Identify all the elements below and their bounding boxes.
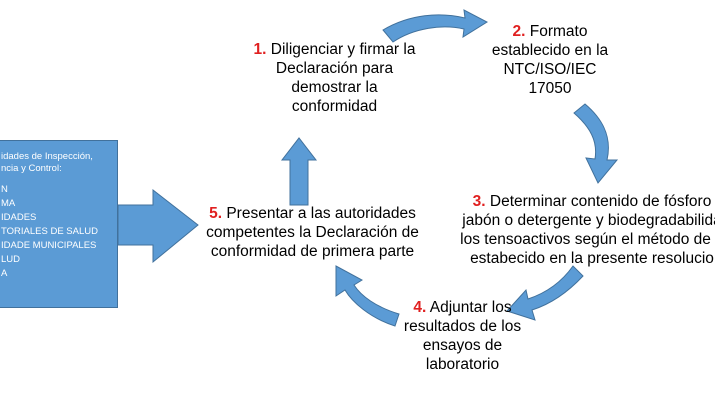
authorities-box: idades de Inspección, ncia y Control: N …	[0, 140, 118, 308]
authority-item: MA	[1, 198, 16, 209]
authority-item: IDADES	[1, 212, 37, 223]
authorities-heading-line-1: idades de Inspección,	[1, 151, 93, 162]
authority-item: TORIALES DE SALUD	[1, 226, 98, 237]
step-3-line-1: Determinar contenido de fósforo	[489, 193, 712, 210]
step-1-line-4: conformidad	[291, 98, 378, 115]
step-5-line-1: Presentar a las autoridades	[226, 205, 416, 222]
authorities-heading-line-2: ncia y Control:	[1, 163, 62, 174]
step-1-line-3: demostrar la	[291, 79, 378, 96]
step-2-line-3: NTC/ISO/IEC	[503, 61, 597, 78]
authority-item: IDADE MUNICIPALES	[1, 240, 97, 251]
step-5-number: 5.	[209, 205, 223, 222]
step-2-line-4: 17050	[528, 80, 572, 97]
authority-item: N	[1, 184, 8, 195]
step-4-line-2: resultados de los	[403, 318, 522, 335]
step-5-line-3: conformidad de primera parte	[210, 243, 415, 260]
step-4-line-4: laboratorio	[425, 356, 500, 373]
step-4-line-1: Adjuntar los	[429, 299, 512, 316]
step-2-line-2: establecido en la	[491, 42, 609, 59]
arrow-4-to-5	[335, 265, 400, 327]
arrow-1-to-2	[382, 9, 489, 43]
step-3-text: 3. Determinar contenido de fósforo jabón…	[447, 192, 715, 268]
authority-item: LUD	[1, 254, 21, 265]
step-4-number: 4.	[413, 299, 427, 316]
step-1-text: 1. Diligenciar y firmar la Declaración p…	[247, 40, 422, 116]
step-5-line-2: competentes la Declaración de	[206, 224, 419, 241]
step-3-line-4: estabecido en la presente resolucio	[470, 250, 714, 267]
step-3-line-2: jabón o detergente y biodegradabilida	[462, 212, 715, 229]
step-4-line-3: ensayos de	[422, 337, 503, 354]
step-5-text: 5. Presentar a las autoridades competent…	[200, 204, 425, 261]
step-1-number: 1.	[253, 41, 267, 58]
arrow-5-to-1	[280, 137, 318, 206]
step-2-line-1: Formato	[529, 23, 588, 40]
authority-item: A	[1, 268, 8, 279]
step-4-text: 4. Adjuntar los resultados de los ensayo…	[385, 298, 540, 374]
authorities-list: N MA IDADES TORIALES DE SALUD IDADE MUNI…	[0, 183, 117, 281]
step-1-line-2: Declaración para	[275, 60, 394, 77]
arrow-3-to-4	[506, 265, 584, 321]
step-3-line-3: los tensoactivos según el método de e	[460, 231, 715, 248]
step-1-line-1: Diligenciar y firmar la	[270, 41, 416, 58]
step-2-number: 2.	[512, 23, 526, 40]
step-3-number: 3.	[472, 193, 486, 210]
step-2-text: 2. Formato establecido en la NTC/ISO/IEC…	[470, 22, 630, 98]
big-right-arrow	[117, 188, 199, 264]
arrow-2-to-3	[573, 103, 619, 184]
